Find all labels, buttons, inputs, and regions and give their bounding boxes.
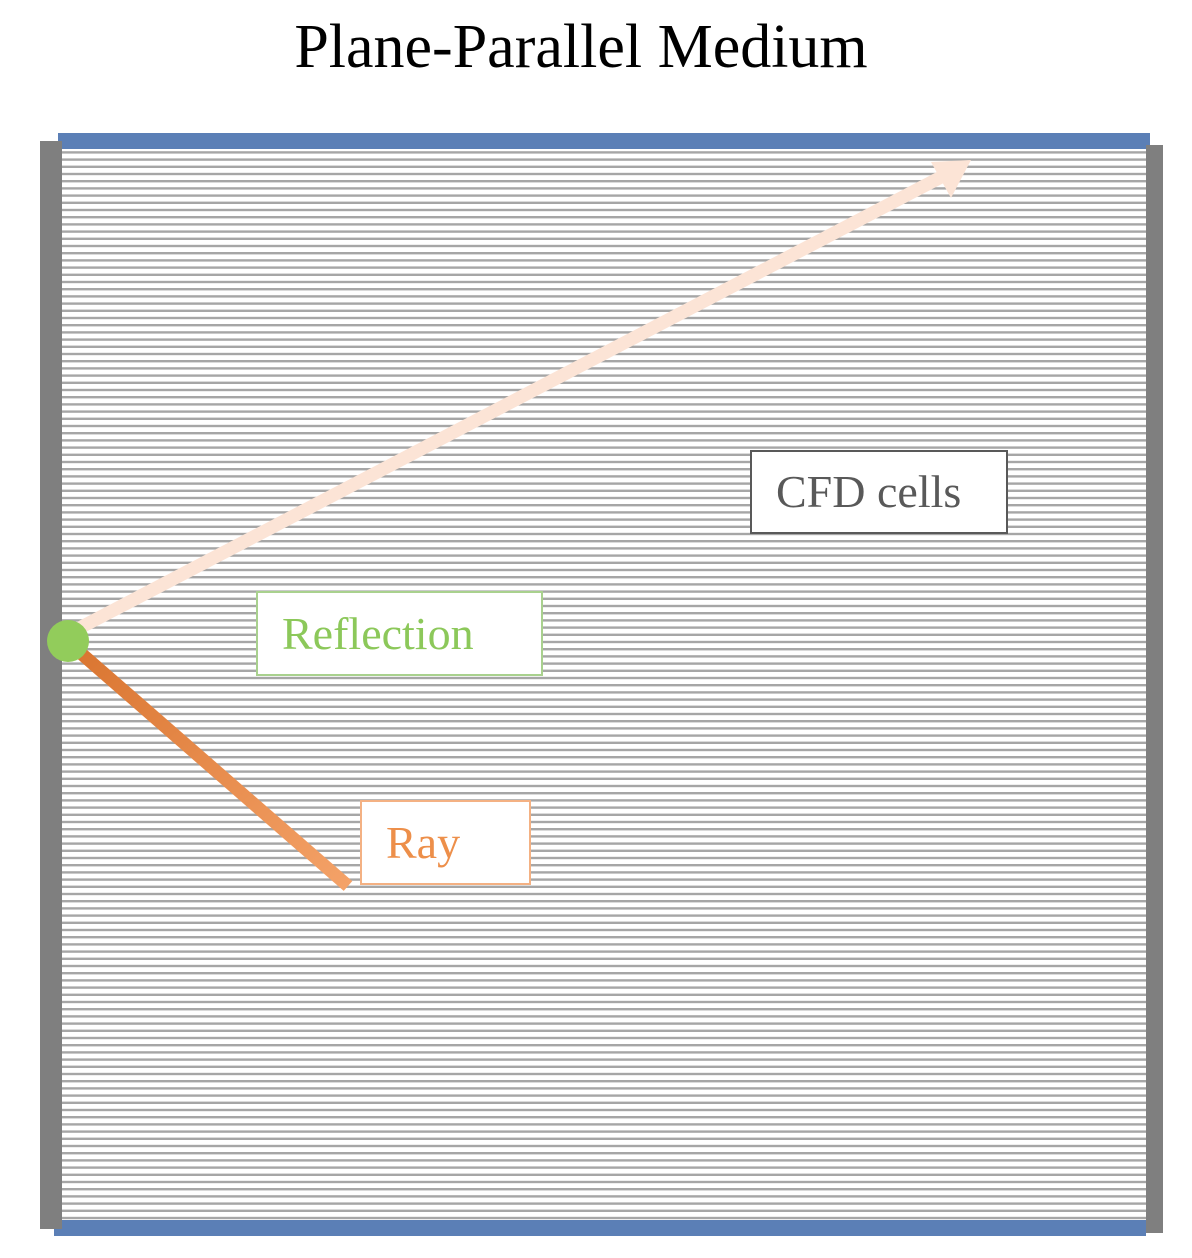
reflection-label: Reflection [256, 591, 543, 676]
bottom-wall [54, 1220, 1146, 1236]
ray-text: Ray [386, 816, 461, 868]
cfd-cells-text: CFD cells [776, 466, 962, 517]
page-title: Plane-Parallel Medium [294, 13, 868, 81]
right-wall [1146, 145, 1163, 1233]
incident-ray [63, 637, 353, 891]
reflection-point [47, 620, 89, 662]
reflected-ray [61, 168, 952, 641]
reflection-text: Reflection [282, 607, 474, 659]
top-wall [58, 133, 1150, 149]
ray-label: Ray [360, 800, 531, 885]
cfd-cells-region [58, 148, 1148, 1226]
cfd-cells-label: CFD cells [750, 450, 1008, 534]
reflected-ray-arrowhead [931, 160, 971, 198]
left-wall [40, 141, 62, 1229]
